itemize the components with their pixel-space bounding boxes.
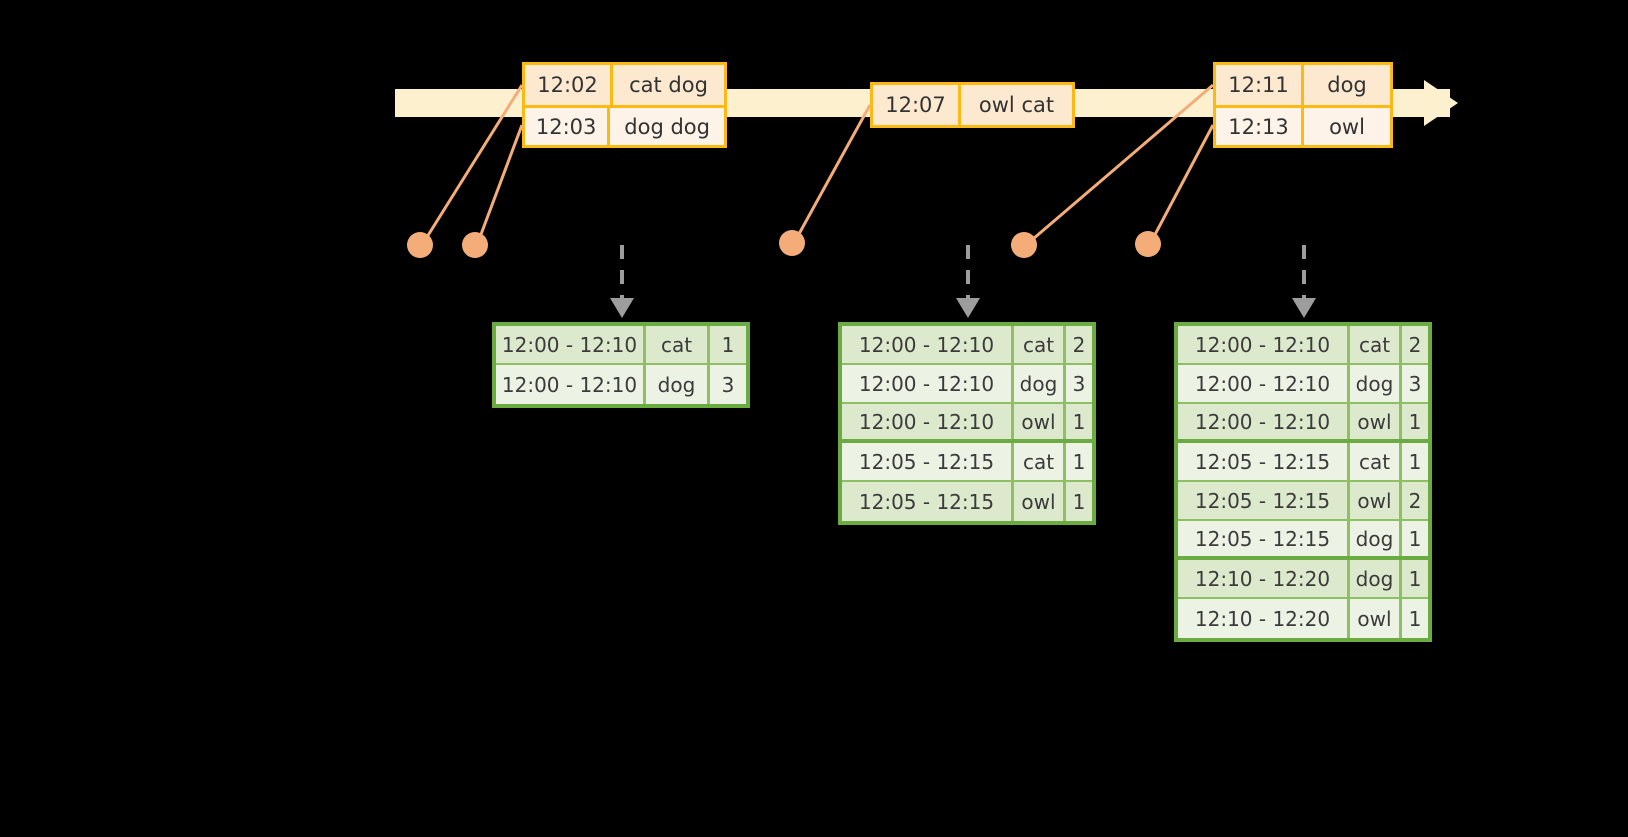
cell-count: 3 xyxy=(1402,365,1428,402)
cell-count: 1 xyxy=(1402,404,1428,439)
cell-window: 12:00 - 12:10 xyxy=(496,365,646,404)
event-dot-4 xyxy=(1011,232,1037,258)
cell-count: 1 xyxy=(1402,599,1428,638)
event-time: 12:11 xyxy=(1216,65,1304,105)
cell-window: 12:05 - 12:15 xyxy=(842,482,1014,521)
cell-key: dog xyxy=(1014,365,1066,402)
result-table-1: 12:00 - 12:10 cat 1 12:00 - 12:10 dog 3 xyxy=(492,322,750,408)
table-row: 12:05 - 12:15 owl 1 xyxy=(842,482,1092,521)
cell-key: cat xyxy=(1350,326,1402,363)
table-row: 12:05 - 12:15 cat 1 xyxy=(1178,443,1428,482)
event-words: dog xyxy=(1304,65,1390,105)
cell-count: 1 xyxy=(1066,404,1092,439)
event-box-group-1: 12:02 cat dog 12:03 dog dog xyxy=(522,62,727,148)
cell-count: 3 xyxy=(1066,365,1092,402)
table-row: 12:00 - 12:10 dog 3 xyxy=(1178,365,1428,404)
cell-window: 12:00 - 12:10 xyxy=(1178,404,1350,439)
cell-count: 1 xyxy=(1066,443,1092,480)
cell-key: owl xyxy=(1350,599,1402,638)
cell-count: 2 xyxy=(1066,326,1092,363)
cell-window: 12:00 - 12:10 xyxy=(842,365,1014,402)
table-row: 12:05 - 12:15 cat 1 xyxy=(842,443,1092,482)
leader-line-4 xyxy=(1025,83,1214,247)
cell-window: 12:05 - 12:15 xyxy=(1178,482,1350,519)
cell-count: 1 xyxy=(710,326,746,363)
leader-line-5 xyxy=(1148,124,1215,245)
leader-line-2 xyxy=(475,124,524,246)
event-box-group-3: 12:11 dog 12:13 owl xyxy=(1213,62,1393,148)
cell-key: cat xyxy=(1014,326,1066,363)
cell-key: owl xyxy=(1014,482,1066,521)
table-row: 12:00 - 12:10 cat 1 xyxy=(496,326,746,365)
cell-count: 1 xyxy=(1066,482,1092,521)
event-dot-3 xyxy=(779,230,805,256)
cell-key: dog xyxy=(1350,560,1402,597)
event-dot-1 xyxy=(407,232,433,258)
cell-window: 12:00 - 12:10 xyxy=(496,326,646,363)
cell-window: 12:05 - 12:15 xyxy=(842,443,1014,480)
table-row: 12:10 - 12:20 owl 1 xyxy=(1178,599,1428,638)
table-row: 12:00 - 12:10 dog 3 xyxy=(842,365,1092,404)
cell-key: cat xyxy=(646,326,710,363)
down-arrow-head-1 xyxy=(610,298,634,318)
result-table-3: 12:00 - 12:10 cat 2 12:00 - 12:10 dog 3 … xyxy=(1174,322,1432,642)
event-row: 12:13 owl xyxy=(1216,105,1390,145)
table-row: 12:00 - 12:10 cat 2 xyxy=(842,326,1092,365)
event-words: owl cat xyxy=(961,85,1072,125)
table-row: 12:05 - 12:15 dog 1 xyxy=(1178,521,1428,560)
event-row: 12:03 dog dog xyxy=(525,105,724,145)
event-time: 12:13 xyxy=(1216,108,1304,145)
event-box-group-2: 12:07 owl cat xyxy=(870,82,1075,128)
event-words: owl xyxy=(1304,108,1390,145)
event-row: 12:11 dog xyxy=(1216,65,1390,105)
table-row: 12:00 - 12:10 owl 1 xyxy=(1178,404,1428,443)
cell-key: cat xyxy=(1014,443,1066,480)
table-row: 12:00 - 12:10 cat 2 xyxy=(1178,326,1428,365)
result-table-2: 12:00 - 12:10 cat 2 12:00 - 12:10 dog 3 … xyxy=(838,322,1096,525)
table-row: 12:10 - 12:20 dog 1 xyxy=(1178,560,1428,599)
event-time: 12:02 xyxy=(525,65,613,105)
table-row: 12:00 - 12:10 owl 1 xyxy=(842,404,1092,443)
table-row: 12:05 - 12:15 owl 2 xyxy=(1178,482,1428,521)
cell-window: 12:00 - 12:10 xyxy=(1178,326,1350,363)
cell-key: dog xyxy=(1350,521,1402,556)
cell-key: owl xyxy=(1014,404,1066,439)
event-row: 12:07 owl cat xyxy=(873,85,1072,125)
cell-window: 12:10 - 12:20 xyxy=(1178,560,1350,597)
cell-window: 12:05 - 12:15 xyxy=(1178,443,1350,480)
event-words: cat dog xyxy=(613,65,724,105)
cell-count: 1 xyxy=(1402,560,1428,597)
cell-window: 12:10 - 12:20 xyxy=(1178,599,1350,638)
down-arrow-head-3 xyxy=(1292,298,1316,318)
cell-key: dog xyxy=(646,365,710,404)
timeline-arrowhead-icon xyxy=(1424,80,1458,126)
cell-count: 3 xyxy=(710,365,746,404)
leader-line-1 xyxy=(420,84,524,246)
cell-count: 2 xyxy=(1402,482,1428,519)
event-dot-5 xyxy=(1135,231,1161,257)
event-words: dog dog xyxy=(610,108,724,145)
cell-window: 12:00 - 12:10 xyxy=(842,404,1014,439)
event-time: 12:03 xyxy=(525,108,611,145)
cell-window: 12:00 - 12:10 xyxy=(1178,365,1350,402)
cell-window: 12:00 - 12:10 xyxy=(842,326,1014,363)
cell-key: owl xyxy=(1350,482,1402,519)
down-arrow-head-2 xyxy=(956,298,980,318)
cell-window: 12:05 - 12:15 xyxy=(1178,521,1350,556)
cell-key: dog xyxy=(1350,365,1402,402)
cell-key: cat xyxy=(1350,443,1402,480)
event-dot-2 xyxy=(462,232,488,258)
cell-count: 2 xyxy=(1402,326,1428,363)
event-time: 12:07 xyxy=(873,85,961,125)
table-row: 12:00 - 12:10 dog 3 xyxy=(496,365,746,404)
leader-line-3 xyxy=(792,104,872,244)
cell-count: 1 xyxy=(1402,443,1428,480)
cell-key: owl xyxy=(1350,404,1402,439)
cell-count: 1 xyxy=(1402,521,1428,556)
event-row: 12:02 cat dog xyxy=(525,65,724,105)
